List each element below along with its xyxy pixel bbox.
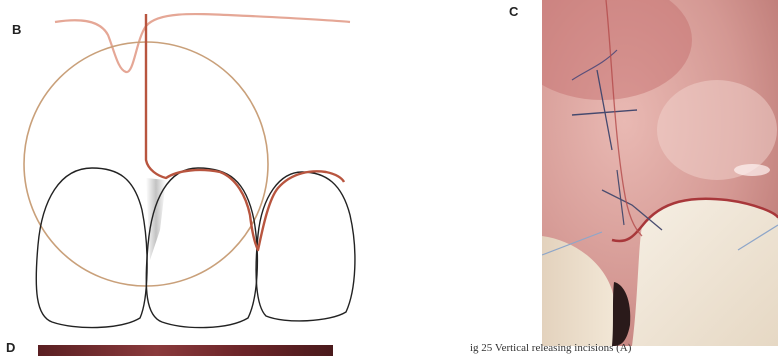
light-reflection [734, 164, 770, 176]
incision-diagram [0, 0, 380, 356]
panel-c-label: C [509, 4, 518, 19]
incision-line [146, 14, 344, 250]
flap-curve [55, 14, 350, 72]
panel-d-photo-strip [38, 345, 333, 356]
tooth-right-outline [256, 172, 355, 321]
photo-tooth-right [632, 199, 778, 346]
clinical-photo [542, 0, 778, 346]
figure-caption: ig 25 Vertical releasing incisions (A) [470, 342, 631, 354]
tooth-left-outline [36, 168, 147, 328]
panel-d-label: D [6, 340, 15, 355]
